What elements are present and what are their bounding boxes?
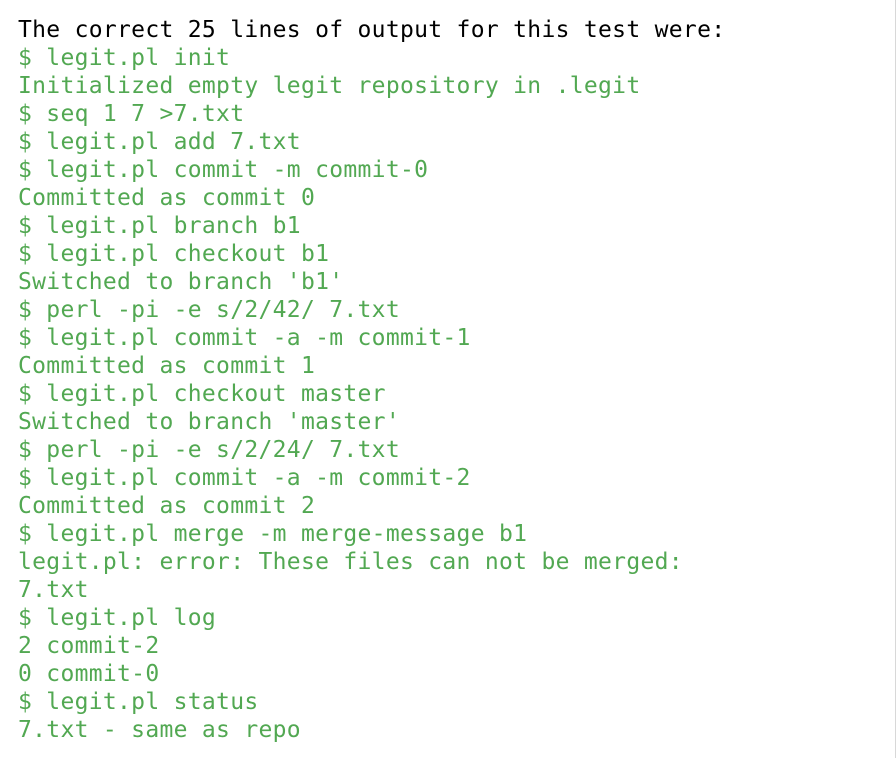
command-line: $ legit.pl commit -a -m commit-1 xyxy=(18,325,471,351)
command-line: $ legit.pl commit -m commit-0 xyxy=(18,157,429,183)
command-line: $ legit.pl status xyxy=(18,689,259,715)
output-line: 7.txt - same as repo xyxy=(18,717,301,743)
command-line: $ perl -pi -e s/2/42/ 7.txt xyxy=(18,297,400,323)
command-line: $ legit.pl commit -a -m commit-2 xyxy=(18,465,471,491)
command-line: $ legit.pl merge -m merge-message b1 xyxy=(18,521,528,547)
output-line: 2 commit-2 xyxy=(18,633,160,659)
error-line: legit.pl: error: These files can not be … xyxy=(18,549,683,575)
command-line: $ perl -pi -e s/2/24/ 7.txt xyxy=(18,437,400,463)
command-line: $ seq 1 7 >7.txt xyxy=(18,101,245,127)
command-line: $ legit.pl log xyxy=(18,605,217,631)
output-line: Initialized empty legit repository in .l… xyxy=(18,73,641,99)
output-line: Committed as commit 2 xyxy=(18,493,316,519)
command-line: $ legit.pl init xyxy=(18,45,231,71)
output-header: The correct 25 lines of output for this … xyxy=(18,17,726,43)
command-line: $ legit.pl add 7.txt xyxy=(18,129,301,155)
command-line: $ legit.pl checkout b1 xyxy=(18,241,330,267)
command-line: $ legit.pl branch b1 xyxy=(18,213,301,239)
output-line: 0 commit-0 xyxy=(18,661,160,687)
output-line: Switched to branch 'master' xyxy=(18,409,400,435)
command-line: $ legit.pl checkout master xyxy=(18,381,386,407)
output-line: Committed as commit 0 xyxy=(18,185,316,211)
output-line: 7.txt xyxy=(18,577,89,603)
output-line: Committed as commit 1 xyxy=(18,353,316,379)
output-line: Switched to branch 'b1' xyxy=(18,269,344,295)
